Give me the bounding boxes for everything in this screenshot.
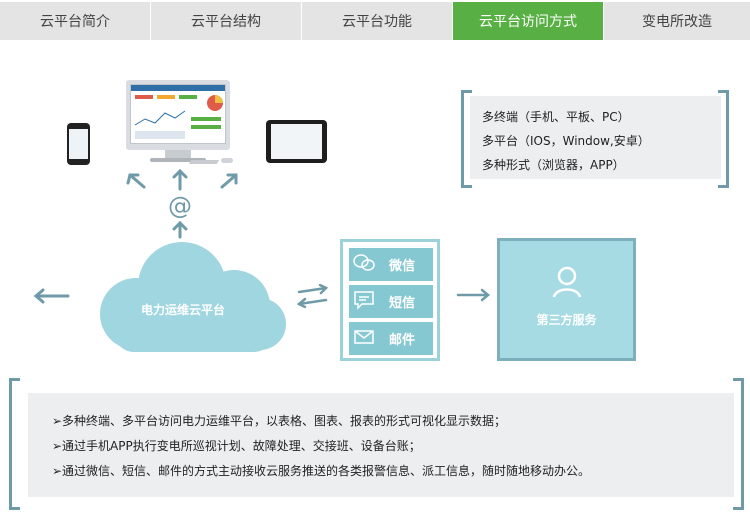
description-item-3: ➢通过微信、短信、邮件的方式主动接收云服务推送的各类报警信息、派工信息，随时随地… (52, 464, 591, 478)
description-box: ➢多种终端、多平台访问电力运维平台，以表格、图表、报表的形式可视化显示数据； ➢… (28, 393, 734, 497)
desktop-monitor-icon (126, 80, 230, 150)
tablet-device-icon (266, 120, 327, 163)
bottom-bracket-left (9, 378, 20, 510)
feature-multi-form: 多种形式（浏览器，APP） (482, 158, 625, 172)
feature-multi-platform: 多平台（IOS，Window,安卓） (482, 134, 650, 148)
feature-box: 多终端（手机、平板、PC） 多平台（IOS，Window,安卓） 多种形式（浏览… (470, 96, 721, 179)
tab-platform-functions[interactable]: 云平台功能 (302, 2, 452, 40)
cloud-platform-label: 电力运维云平台 (140, 303, 225, 317)
description-item-1: ➢多种终端、多平台访问电力运维平台，以表格、图表、报表的形式可视化显示数据； (52, 414, 507, 428)
wechat-icon (349, 253, 379, 277)
tab-access-methods[interactable]: 云平台访问方式 (453, 2, 603, 40)
channel-sms-label: 短信 (389, 296, 416, 311)
arrow-to-tablet-icon (220, 173, 238, 189)
channel-sms: 短信 (349, 285, 433, 318)
feature-multi-terminal: 多终端（手机、平板、PC） (482, 110, 630, 124)
left-arrow-icon (33, 288, 70, 304)
arrow-to-phone-icon (128, 173, 146, 189)
user-icon (552, 266, 582, 298)
sms-icon (349, 290, 379, 314)
phone-device-icon (67, 123, 90, 165)
bracket-left (461, 90, 472, 188)
exchange-arrows-icon (296, 284, 329, 308)
monitor-stand (165, 150, 191, 158)
at-symbol-icon: @ (168, 192, 192, 220)
right-arrow-icon (456, 288, 490, 302)
channel-mail: 邮件 (349, 322, 433, 355)
third-party-label: 第三方服务 (536, 313, 597, 327)
tab-substation-retrofit[interactable]: 变电所改造 (604, 2, 750, 40)
channel-mail-label: 邮件 (389, 333, 416, 348)
keyboard-icon (188, 160, 220, 164)
channel-wechat: 微信 (349, 248, 433, 281)
tab-bar: 云平台简介 云平台结构 云平台功能 云平台访问方式 变电所改造 (0, 0, 750, 42)
notification-channels: 微信 短信 邮件 (340, 239, 440, 361)
bracket-right (718, 90, 729, 188)
bottom-bracket-right (733, 378, 744, 510)
description-item-2: ➢通过手机APP执行变电所巡视计划、故障处理、交接班、设备台账； (52, 439, 421, 453)
cloud-icon (100, 242, 286, 352)
mail-icon (349, 328, 379, 350)
third-party-service-box: 第三方服务 (497, 238, 636, 361)
device-arrows (126, 168, 238, 239)
tab-platform-structure[interactable]: 云平台结构 (151, 2, 301, 40)
tab-platform-intro[interactable]: 云平台简介 (0, 2, 150, 40)
channel-wechat-label: 微信 (389, 259, 416, 274)
monitor-base (150, 158, 206, 162)
mouse-icon (221, 158, 233, 163)
